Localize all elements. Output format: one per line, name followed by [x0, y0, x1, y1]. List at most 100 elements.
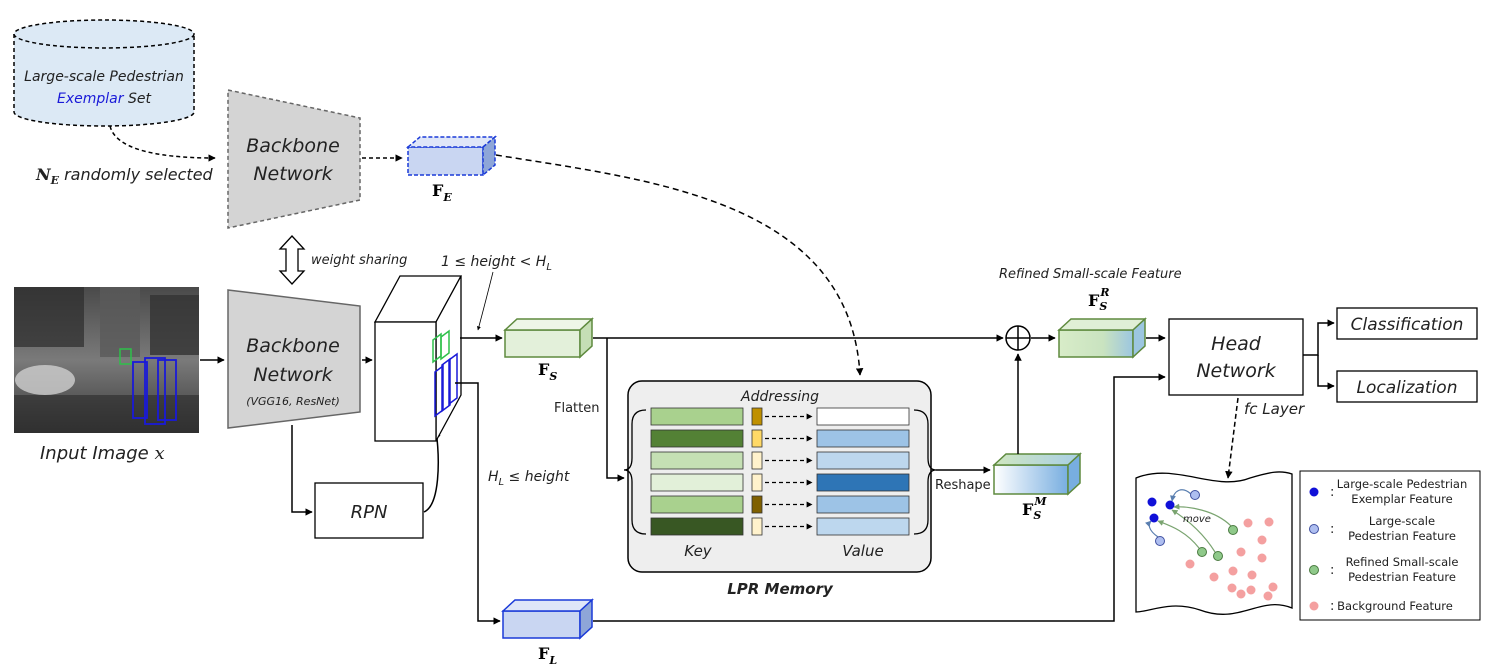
legend-box	[1299, 470, 1481, 621]
move-arrow	[1171, 509, 1216, 553]
memory-value-slot	[816, 495, 910, 514]
dataset-line1: Large-scale Pedestrian	[24, 69, 184, 85]
legend-label-line1: Large-scale Pedestrian	[1337, 477, 1468, 491]
rpn-box: RPN	[314, 482, 424, 539]
memory-value-slot	[816, 429, 910, 448]
legend-label-line1: Refined Small-scale	[1346, 555, 1459, 569]
refined-feature-label: Refined Small-scale Feature	[999, 267, 1182, 282]
ne-randomly-selected-label: NE randomly selected	[35, 165, 214, 187]
rpn-to-map-arrow	[423, 429, 441, 513]
key-label: Key	[684, 542, 713, 560]
weight-sharing-label: weight sharing	[311, 253, 407, 268]
addressing-label: Addressing	[740, 389, 819, 405]
feature-scatter	[1145, 489, 1278, 601]
move-arrow	[1173, 503, 1232, 527]
legend-colon: :	[1330, 485, 1334, 500]
background-feature-point	[1209, 572, 1219, 582]
dataset-exemplar-word: Exemplar	[57, 91, 125, 107]
background-feature-point	[1257, 553, 1267, 563]
head-network-box: Head Network	[1168, 318, 1304, 396]
classification-box: Classification	[1336, 307, 1478, 340]
memory-value-slot	[816, 473, 910, 492]
legend-label-line1: Large-scale	[1369, 514, 1435, 528]
background-feature-point	[1243, 518, 1253, 528]
memory-key-slot	[650, 429, 744, 448]
memory-key-slot	[650, 495, 744, 514]
memory-address-weight	[751, 495, 763, 514]
background-feature-point	[1268, 582, 1278, 592]
svg-text:Exemplar Set: Exemplar Set	[57, 91, 151, 107]
legend-label-line2: Pedestrian Feature	[1348, 529, 1456, 543]
memory-key-slot	[650, 517, 744, 536]
fsr-feature-block	[1057, 317, 1147, 359]
background-feature-point	[1236, 547, 1246, 557]
background-feature-point	[1263, 591, 1273, 601]
fl-feature-block	[501, 598, 594, 640]
head-line1: Head	[1211, 333, 1262, 355]
refined-feature-point	[1213, 551, 1223, 561]
move-arrow	[1157, 520, 1200, 549]
backbone-top-line2: Network	[253, 163, 333, 185]
large-scale-feature-point	[1190, 490, 1200, 500]
legend-colon: :	[1330, 522, 1334, 537]
backbone-to-rpn-arrow	[291, 425, 313, 516]
head-to-localization-arrow	[1317, 355, 1335, 390]
legend-label-line1: Background Feature	[1337, 599, 1453, 613]
dataset-to-backbone-arrow	[109, 125, 216, 162]
backbone-bottom-line1: Backbone	[246, 335, 340, 357]
backbone-network-bottom: Backbone Network (VGG16, ResNet)	[227, 289, 361, 429]
exemplar-feature-point	[1147, 497, 1157, 507]
background-feature-point	[1185, 559, 1195, 569]
background-feature-point	[1264, 517, 1274, 527]
memory-left-brace	[623, 409, 647, 535]
memory-value-slot	[816, 407, 910, 426]
legend-marker	[1309, 565, 1319, 575]
move-arrow	[1170, 489, 1192, 502]
exemplar-set-cylinder: Large-scale Pedestrian Exemplar Set	[13, 19, 195, 127]
background-feature-point	[1236, 589, 1246, 599]
memory-rows	[650, 407, 910, 536]
map-to-fl-arrow	[455, 382, 501, 625]
background-feature-point	[1246, 585, 1256, 595]
fl-label: FL	[538, 644, 557, 667]
localization-label: Localization	[1357, 378, 1458, 398]
memory-key-slot	[650, 473, 744, 492]
memory-address-weight	[751, 473, 763, 492]
memory-address-weight	[751, 429, 763, 448]
head-to-classification-arrow	[1303, 319, 1335, 356]
memory-key-slot	[650, 407, 744, 426]
backbone-top-line1: Backbone	[246, 135, 340, 157]
legend-label-line2: Exemplar Feature	[1351, 492, 1452, 506]
memory-key-slot	[650, 451, 744, 470]
fe-to-memory-arrow	[495, 154, 864, 376]
legend-colon: :	[1330, 599, 1334, 614]
memory-value-slot	[816, 451, 910, 470]
background-feature-point	[1228, 566, 1238, 576]
legend-marker	[1309, 487, 1319, 497]
lpr-memory-title: LPR Memory	[727, 580, 834, 598]
reshape-label: Reshape	[935, 478, 991, 493]
background-feature-point	[1247, 570, 1257, 580]
backbone-bottom-line3: (VGG16, ResNet)	[246, 395, 340, 408]
memory-address-weight	[751, 517, 763, 536]
fs-feature-block	[503, 317, 594, 359]
fl-to-head-arrow	[593, 373, 1166, 622]
dataset-line2-rest: Set	[124, 91, 152, 107]
legend-label-line2: Pedestrian Feature	[1348, 570, 1456, 584]
exemplar-feature-point	[1149, 513, 1159, 523]
memory-address-weight	[751, 407, 763, 426]
small-condition-pointer	[476, 271, 494, 331]
backbone-bottom-line2: Network	[253, 364, 333, 386]
fsr-label: FSR	[1088, 286, 1109, 313]
legend-marker	[1309, 524, 1319, 534]
fsm-label: FSM	[1022, 495, 1047, 522]
large-scale-feature-point	[1155, 536, 1165, 546]
feature-map-block	[373, 275, 463, 442]
legend-marker	[1309, 601, 1319, 611]
fe-label: FE	[432, 181, 452, 204]
memory-value-slot	[816, 517, 910, 536]
flatten-arrow	[606, 338, 625, 482]
background-feature-point	[1227, 583, 1237, 593]
head-line2: Network	[1196, 360, 1276, 382]
